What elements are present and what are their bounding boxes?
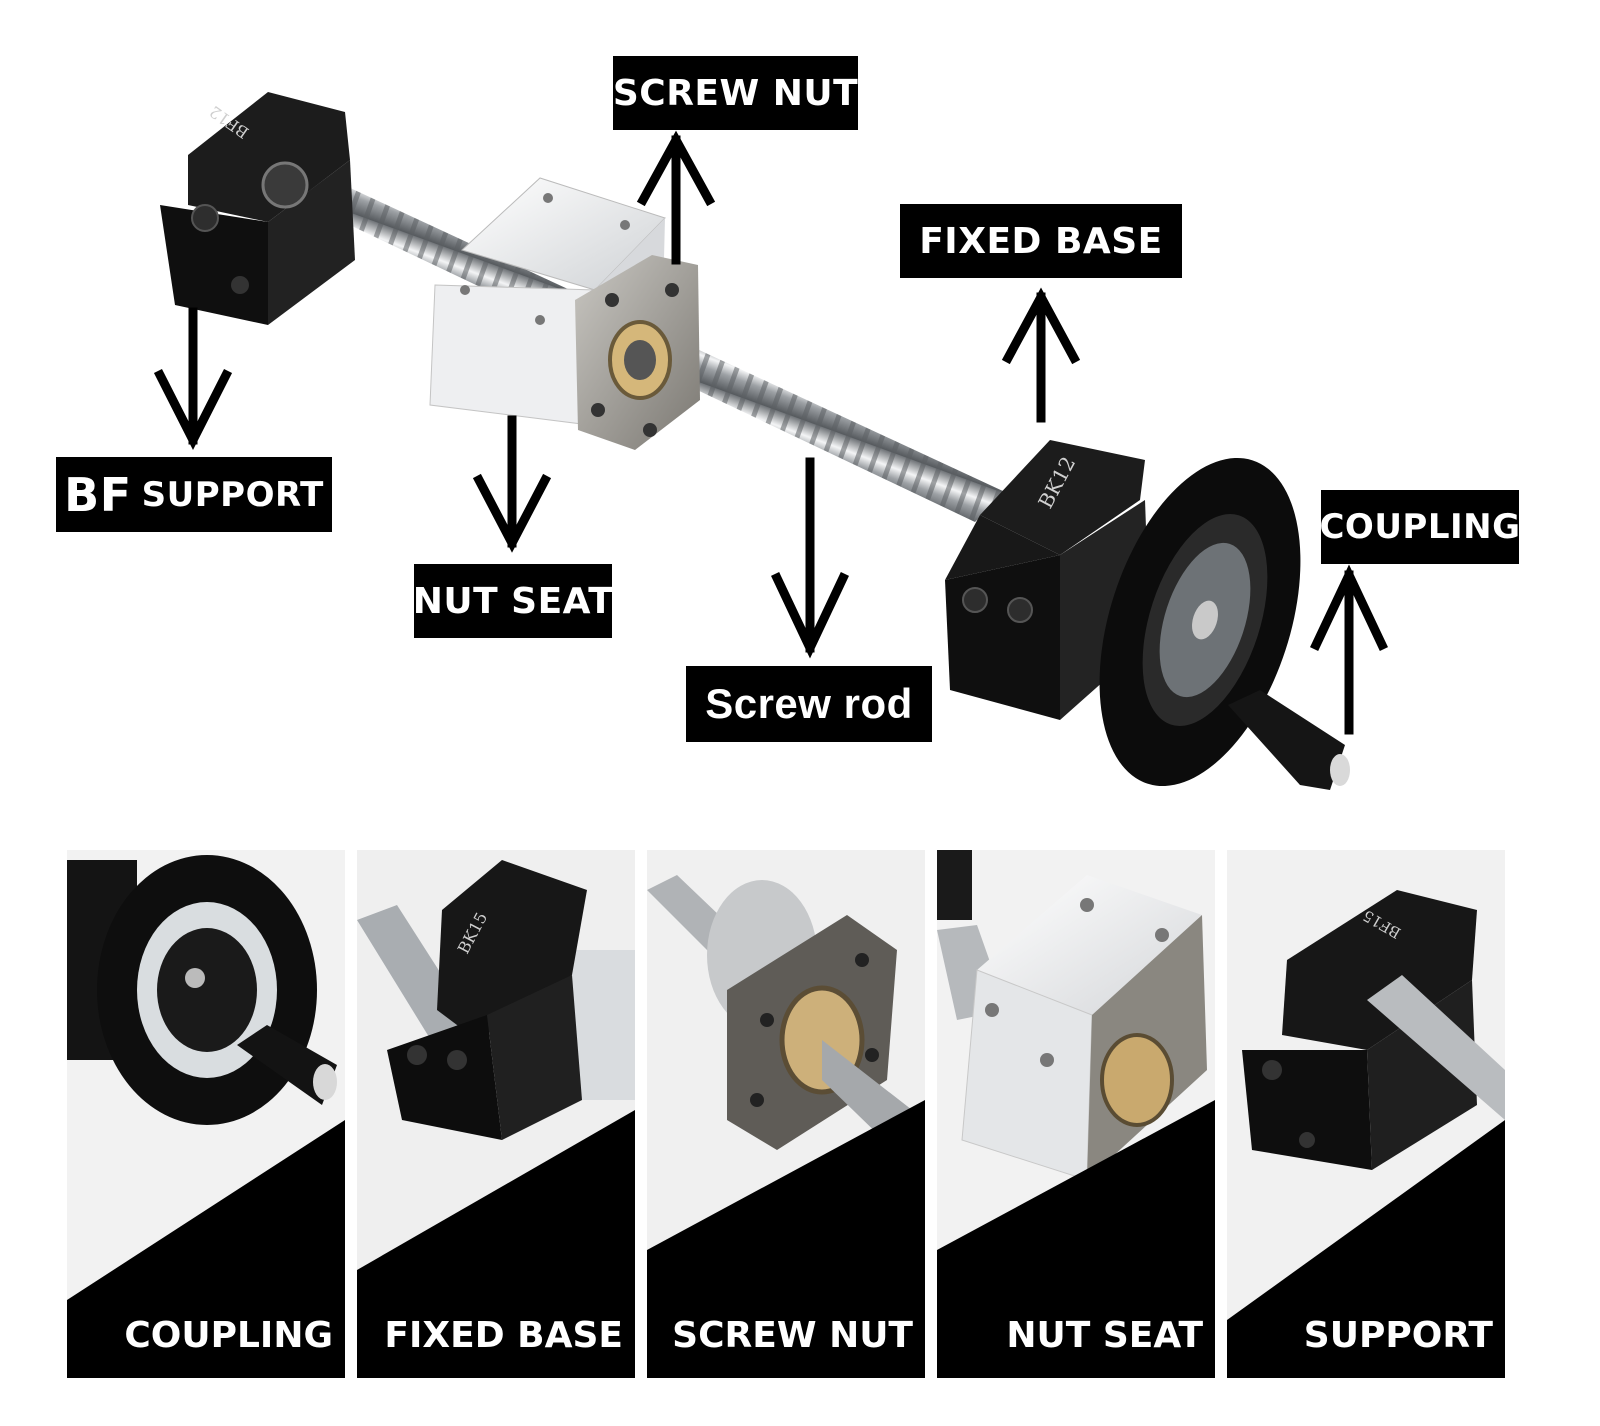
arrows [153, 130, 1388, 735]
main-illustration: BF12 BK12 [153, 92, 1388, 790]
arrow-nut-seat [472, 415, 552, 553]
label-support-suffix: SUPPORT [141, 474, 324, 515]
arrow-screw-nut [636, 130, 716, 265]
thumbnail-coupling: COUPLING [67, 850, 345, 1378]
arrow-coupling [1310, 564, 1388, 735]
label-screw-rod: Screw rod [686, 666, 932, 742]
label-nut-seat: NUT SEAT [413, 564, 613, 638]
label-coupling: COUPLING [1319, 490, 1520, 564]
fixed-base-photo: BK15 [357, 850, 635, 1378]
screw-nut-flange [575, 255, 700, 450]
bf-support-block: BF12 [160, 92, 355, 325]
nut-seat-photo [937, 850, 1215, 1378]
arrow-bf-support [153, 307, 233, 450]
thumbnail-label-support: SUPPORT [1303, 1315, 1493, 1356]
support-photo: BF15 [1227, 850, 1505, 1378]
coupling-photo [67, 850, 345, 1378]
label-screw-nut: SCREW NUT [613, 56, 858, 130]
bk-fixed-base-block: BK12 [945, 440, 1150, 720]
arrow-fixed-base [1001, 287, 1081, 423]
thumbnail-support: BF15 SUPPORT [1227, 850, 1505, 1378]
thumbnail-fixed-base: BK15 FIXED BASE [357, 850, 635, 1378]
thumbnail-label-fixed-base: FIXED BASE [384, 1315, 623, 1356]
handwheel [1099, 457, 1350, 790]
screw-nut-photo [647, 850, 925, 1378]
thumbnail-screw-nut: SCREW NUT [647, 850, 925, 1378]
label-bf-support: BF SUPPORT [56, 457, 332, 532]
thumbnail-nut-seat: NUT SEAT [937, 850, 1215, 1378]
thumbnail-label-nut-seat: NUT SEAT [1006, 1315, 1203, 1356]
label-fixed-base: FIXED BASE [900, 204, 1182, 278]
thumbnail-label-screw-nut: SCREW NUT [672, 1315, 913, 1356]
label-bf-prefix: BF [64, 467, 132, 522]
arrow-screw-rod [771, 457, 849, 659]
thumbnail-label-coupling: COUPLING [124, 1315, 333, 1356]
